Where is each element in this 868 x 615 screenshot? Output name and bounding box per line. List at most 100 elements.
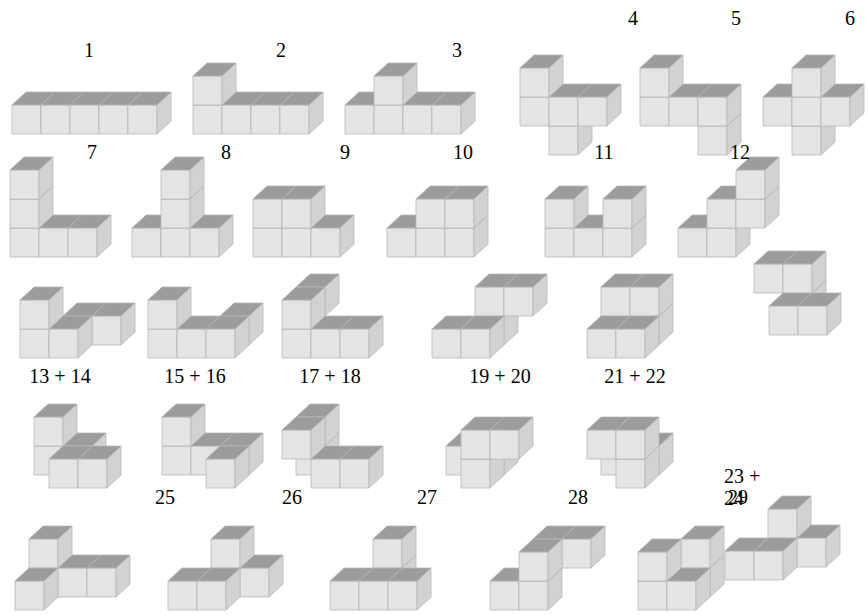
- pentacube: [446, 417, 533, 488]
- cube-face: [520, 97, 549, 126]
- cube-face: [211, 526, 254, 539]
- callout-number: 13 + 14: [29, 365, 90, 387]
- cube-face: [282, 417, 325, 430]
- cube-face: [68, 228, 97, 257]
- cube-face: [148, 287, 191, 300]
- cube-face: [374, 105, 403, 134]
- cube-face: [640, 97, 669, 126]
- cube-face: [545, 186, 588, 199]
- cube-face: [403, 105, 432, 134]
- cube-face: [311, 228, 340, 257]
- cube-face: [562, 539, 591, 568]
- cube-face: [222, 105, 251, 134]
- cube-face: [161, 170, 190, 199]
- cube-face: [432, 105, 461, 134]
- cube-face: [736, 170, 765, 199]
- cube-face: [20, 329, 49, 358]
- pentacube: [10, 157, 111, 257]
- cube-face: [798, 306, 827, 335]
- cube-face: [211, 539, 240, 568]
- cube-face: [792, 55, 835, 68]
- cube-face: [10, 199, 39, 228]
- cube-face: [128, 105, 157, 134]
- cube-face: [519, 581, 548, 610]
- cube-face: [388, 581, 417, 610]
- pentacube: [640, 55, 741, 155]
- cube-face: [387, 228, 416, 257]
- cube-face: [282, 300, 311, 329]
- cube-face: [792, 97, 821, 126]
- callout-number: 3: [452, 39, 462, 61]
- callout-number: 2: [276, 39, 286, 61]
- cube-face: [432, 329, 461, 358]
- cube-face: [603, 186, 646, 199]
- cube-face: [206, 316, 249, 329]
- cube-face: [206, 459, 235, 488]
- pentacube: [162, 404, 263, 488]
- callout-number: 6: [845, 7, 855, 29]
- cube-face: [206, 329, 235, 358]
- cube-face: [754, 551, 783, 580]
- callout-number: 5: [731, 7, 741, 29]
- pentacube: [168, 526, 283, 610]
- callout-number: 17 + 18: [299, 365, 360, 387]
- pentacube: [282, 274, 383, 358]
- cube-face: [161, 157, 204, 170]
- cube-face: [504, 274, 547, 287]
- callout-number: 4: [628, 7, 638, 29]
- pentacube: [20, 287, 135, 358]
- pentacube: [754, 251, 841, 335]
- cube-face: [432, 92, 475, 105]
- cube-face: [681, 539, 710, 568]
- cube-face: [475, 287, 504, 316]
- cube-face: [161, 228, 190, 257]
- cube-face: [311, 329, 340, 358]
- cube-face: [58, 568, 87, 597]
- cube-face: [461, 459, 490, 488]
- pentacube: [330, 526, 431, 610]
- callout-number: 28: [568, 486, 588, 508]
- cube-face: [10, 170, 39, 199]
- cube-face: [520, 55, 563, 68]
- callout-number: 15 + 16: [164, 365, 225, 387]
- cube-face: [587, 430, 616, 459]
- pentacube: [587, 417, 673, 488]
- cube-face: [545, 228, 574, 257]
- cube-face: [162, 446, 191, 475]
- pentacube: [132, 157, 233, 257]
- cube-face: [520, 68, 549, 97]
- cube-face: [461, 316, 504, 329]
- cube-face: [549, 97, 578, 126]
- cube-face: [603, 199, 632, 228]
- cube-face: [92, 316, 121, 345]
- cube-face: [603, 228, 632, 257]
- cube-face: [240, 568, 269, 597]
- cube-face: [562, 526, 605, 539]
- cube-face: [490, 417, 533, 430]
- cube-face: [70, 105, 99, 134]
- cube-face: [296, 274, 339, 287]
- callout-number: 29: [728, 486, 748, 508]
- cube-face: [282, 329, 311, 358]
- cube-face: [15, 581, 44, 610]
- cube-face: [280, 105, 309, 134]
- cube-face: [416, 199, 445, 228]
- cube-face: [630, 287, 659, 316]
- cube-face: [373, 539, 402, 568]
- cube-face: [282, 287, 325, 300]
- cube-face: [754, 538, 797, 551]
- cube-face: [754, 264, 783, 293]
- cube-face: [197, 581, 226, 610]
- cube-face: [769, 306, 798, 335]
- cube-face: [92, 303, 135, 316]
- cube-face: [78, 446, 121, 459]
- cube-face: [296, 404, 339, 417]
- pentacube: [638, 526, 724, 610]
- cube-face: [798, 293, 841, 306]
- cube-face: [282, 186, 325, 199]
- cube-face: [792, 126, 821, 155]
- pentacube: [432, 274, 547, 358]
- cube-face: [12, 105, 41, 134]
- pentacube: [763, 55, 864, 155]
